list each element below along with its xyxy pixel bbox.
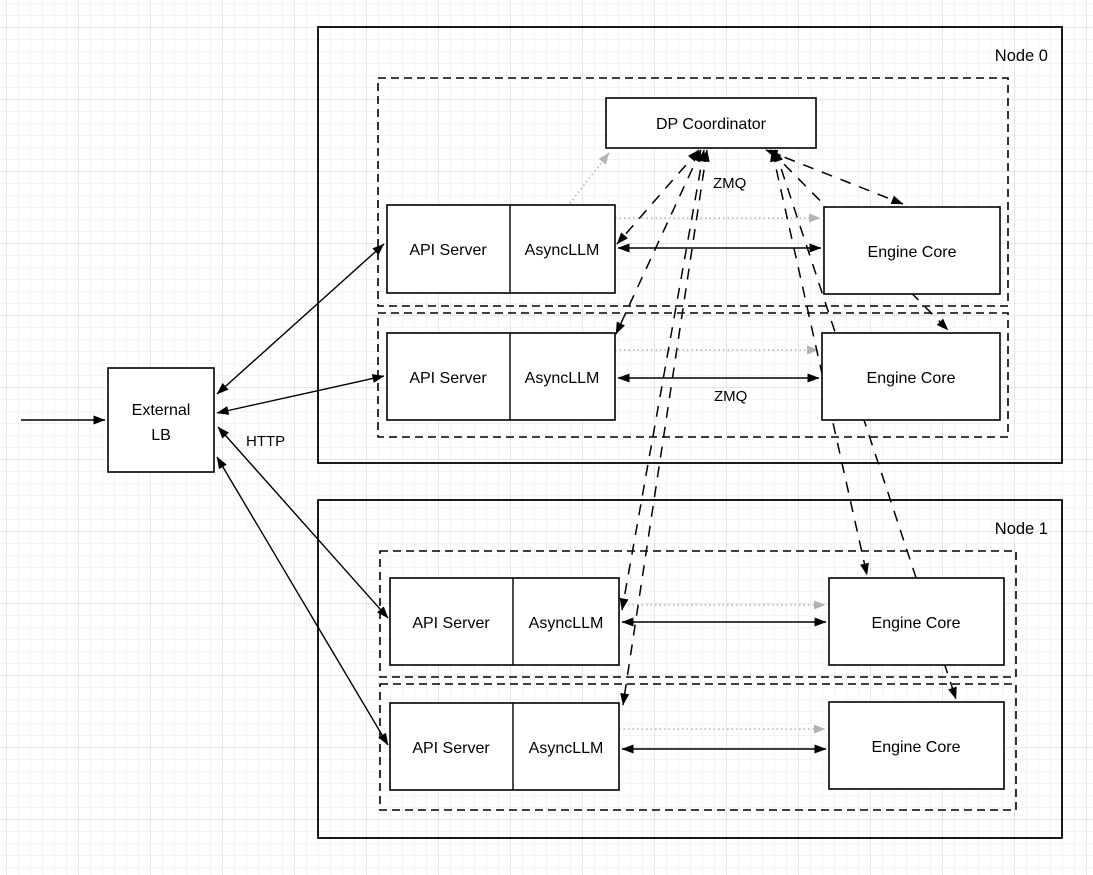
node0-replica2-container [377,312,1009,438]
node1-box [317,499,1063,839]
node0-replica1-container [377,77,1009,307]
engine-core-label-n0r2: Engine Core [867,370,956,387]
zmq-link-dp-asyncllm-n0r1 [616,149,700,245]
zmq-link-dp-asyncllm-n1r1 [619,149,707,611]
engine-core-box-n0r2 [821,332,1001,421]
node1-replica2-container [379,683,1017,811]
api-server-label-n1r2: API Server [412,740,490,757]
zmq-coordinator-label: ZMQ [713,175,746,192]
node1-replica1-container [379,550,1017,678]
api-server-label-n0r1: API Server [409,242,487,259]
node0-label: Node 0 [995,47,1048,65]
engine-core-box-n1r2 [828,701,1005,790]
link-lb-api-n1r1 [217,426,389,619]
api-server-label-n1r1: API Server [412,615,490,632]
zmq-link-dp-engine-n0r1 [765,149,904,205]
dp-coordinator-label: DP Coordinator [656,116,767,133]
link-lb-api-n1r2 [216,456,389,746]
api-asyncllm-box-n1r2 [389,702,620,791]
node1-label: Node 1 [995,520,1048,538]
link-lb-api-n0r2 [216,374,385,415]
node0-box [317,26,1063,464]
link-lb-api-n0r1 [216,243,385,395]
engine-core-box-n0r1 [823,206,1001,295]
api-server-label-n0r2: API Server [409,370,487,387]
engine-core-box-n1r1 [828,577,1005,666]
engine-core-label-n0r1: Engine Core [868,244,957,261]
external-lb-box [107,367,215,473]
dp-coordinator-box [605,97,817,149]
api-asyncllm-box-n0r1 [386,204,616,294]
api-asyncllm-box-n1r1 [389,577,620,666]
engine-core-label-n1r2: Engine Core [872,739,961,756]
asyncllm-label-n0r2: AsyncLLM [525,370,600,387]
dotted-link-asyncllm-n0r1-to-dp-coordinator [566,152,610,208]
engine-core-label-n1r1: Engine Core [872,615,961,632]
external-lb-label-line2: LB [151,427,171,444]
asyncllm-label-n1r1: AsyncLLM [529,615,604,632]
http-label: HTTP [246,433,285,450]
external-lb-label-line1: External [132,402,191,419]
api-asyncllm-box-n0r2 [386,332,616,421]
asyncllm-label-n0r1: AsyncLLM [525,242,600,259]
asyncllm-label-n1r2: AsyncLLM [529,740,604,757]
zmq-link-dp-asyncllm-n1r2 [620,149,710,706]
zmq-row-label: ZMQ [714,388,747,405]
